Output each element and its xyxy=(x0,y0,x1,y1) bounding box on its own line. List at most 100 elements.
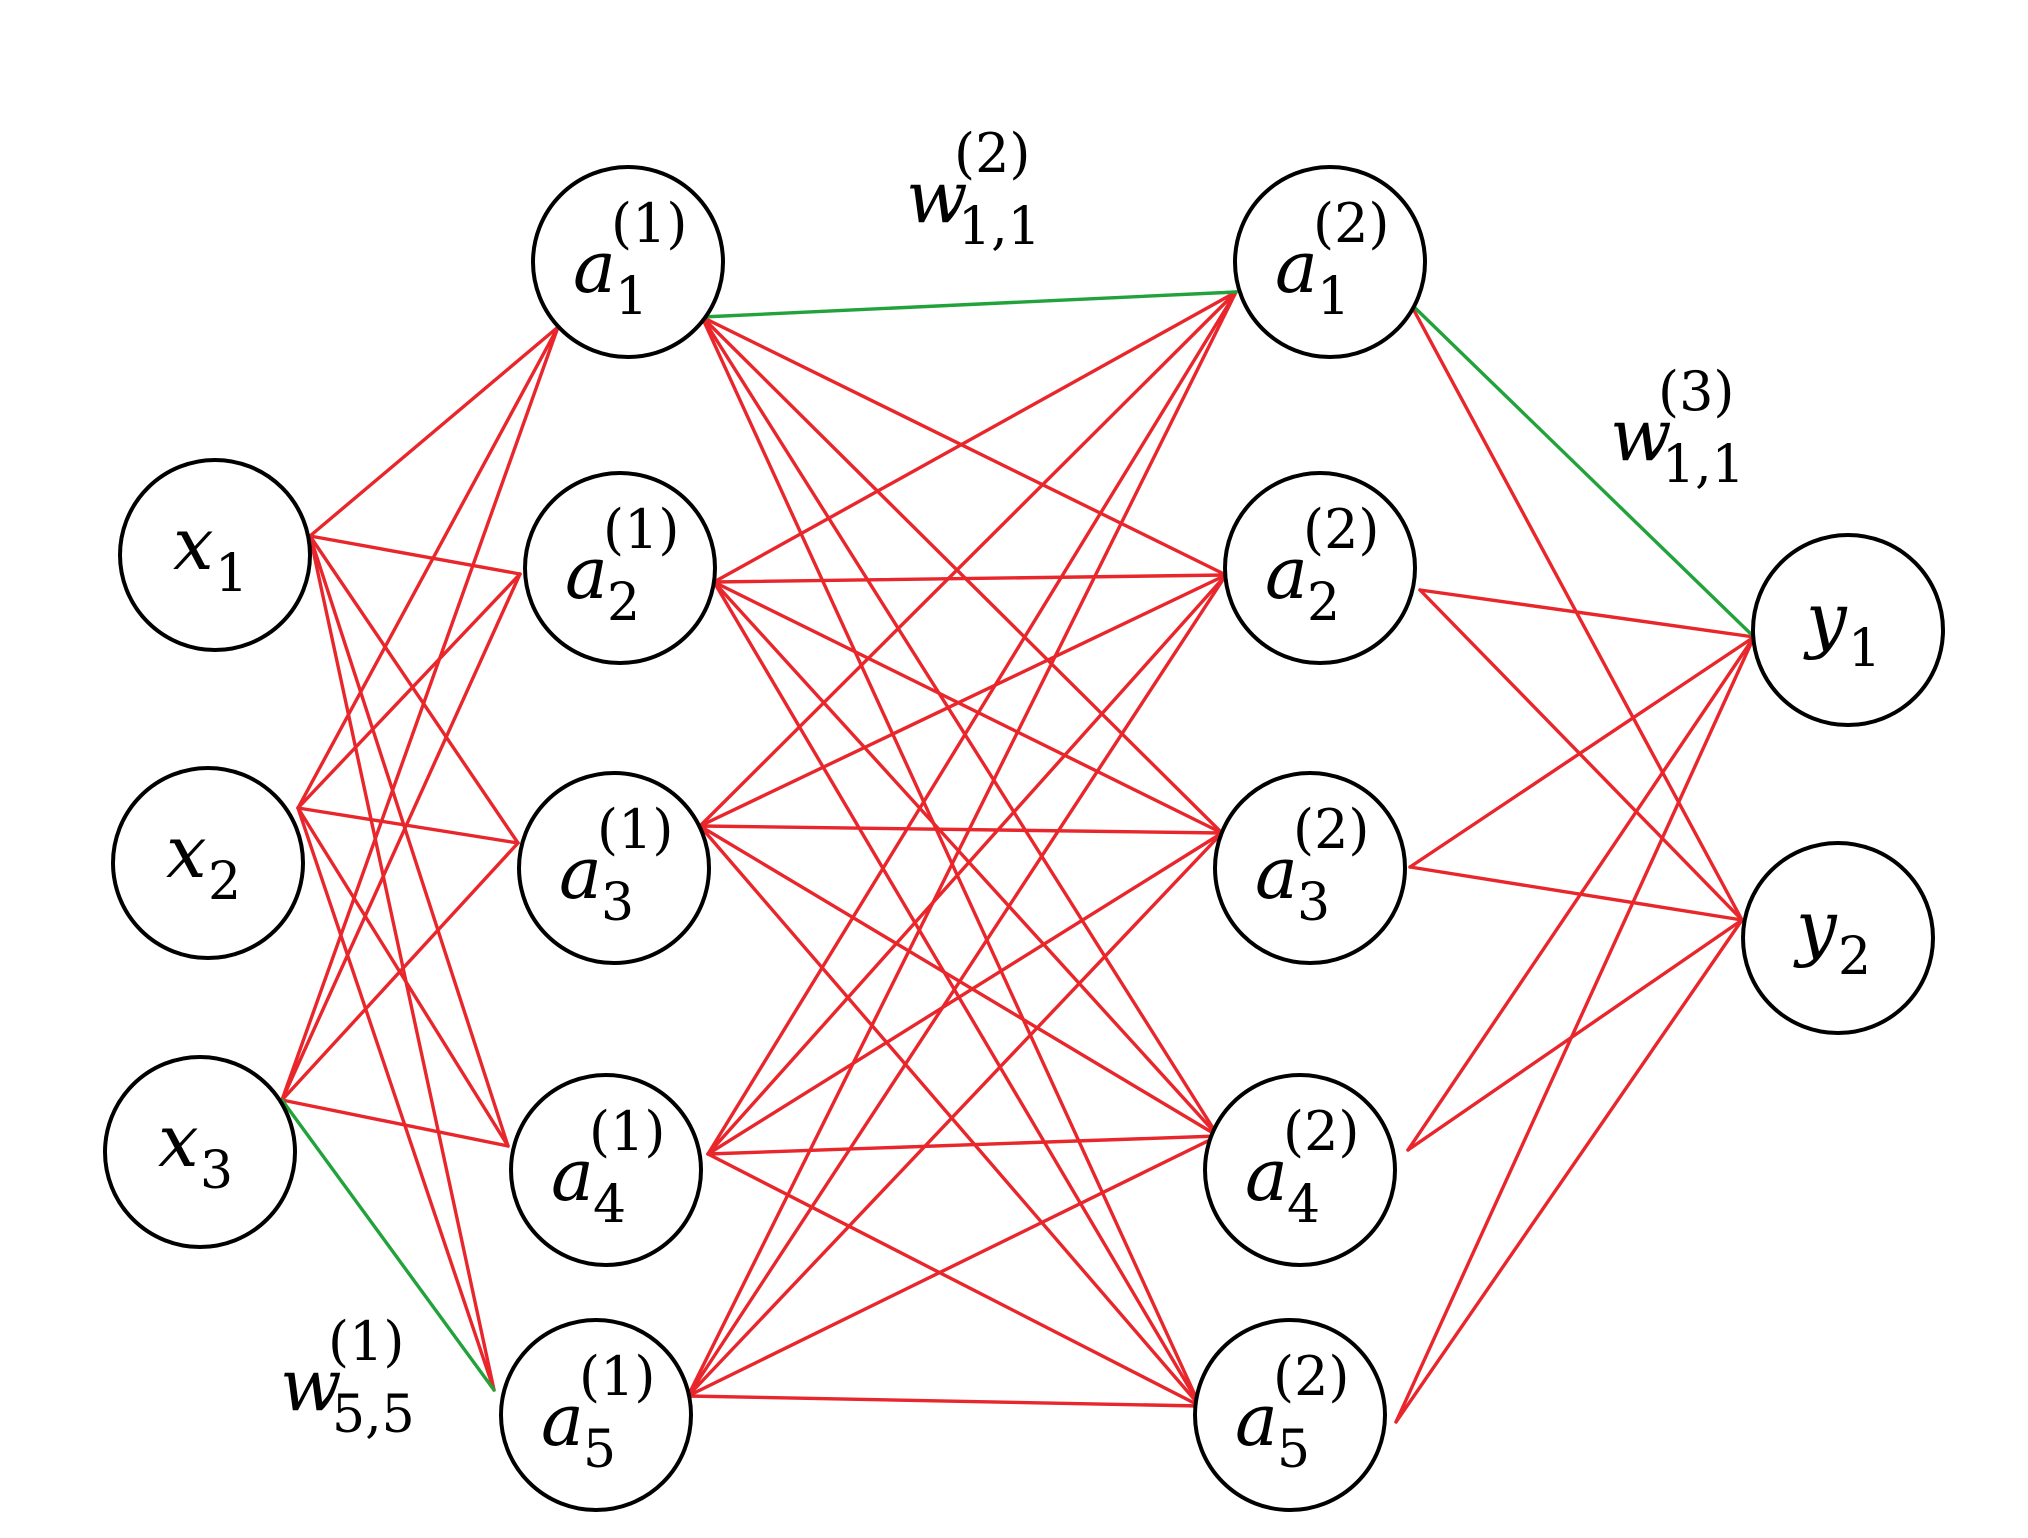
node-label-a2_2-base: a xyxy=(1265,531,1308,615)
node-label-a1_2-superscript: (2) xyxy=(1313,192,1390,255)
node-label-a4_1-base: a xyxy=(551,1133,594,1217)
edge-a2_1-to-a1_2 xyxy=(712,290,1238,584)
node-label-a5_2-base: a xyxy=(1235,1378,1278,1462)
node-circle-x2 xyxy=(111,766,305,960)
edge-a1_1-to-a5_2 xyxy=(700,315,1202,1408)
node-label-y2-subscript: 2 xyxy=(1838,927,1871,987)
node-label-a4_1-subscript: 4 xyxy=(593,1175,626,1235)
weight-label-w-2-11-base: w xyxy=(906,155,968,239)
node-label-x3-subscript: 3 xyxy=(200,1141,233,1201)
edge-a5_1-to-a2_2 xyxy=(686,573,1228,1398)
edge-a1_1-to-a4_2 xyxy=(700,315,1220,1138)
edge-x2-to-a4_1 xyxy=(296,806,510,1148)
edge-x2-to-a2_1 xyxy=(296,572,522,810)
edge-x3-to-a3_1 xyxy=(280,841,520,1102)
node-label-x2-base: x xyxy=(166,810,207,894)
node-circle-a2_1 xyxy=(523,471,717,665)
node-label-a1_1-base: a xyxy=(573,225,616,309)
weight-label-w-2-11-superscript: (2) xyxy=(954,122,1031,185)
node-label-a4_2-superscript: (2) xyxy=(1283,1100,1360,1163)
weight-label-w-2-11-subscript: 1,1 xyxy=(958,197,1041,257)
edge-a4_2-to-y1 xyxy=(1406,635,1756,1152)
node-circle-y1 xyxy=(1751,533,1945,727)
edge-a3_1-to-a3_2 xyxy=(698,824,1224,835)
node-label-a3_2-subscript: 3 xyxy=(1297,873,1330,933)
node-label-x1-base: x xyxy=(173,502,214,586)
edge-x2-to-a5_1 xyxy=(296,806,496,1392)
node-circle-a4_2 xyxy=(1203,1073,1397,1267)
edge-a2_2-to-y1 xyxy=(1418,588,1756,639)
weight-label-w-1-55-superscript: (1) xyxy=(328,1310,405,1373)
node-label-x1-subscript: 1 xyxy=(215,544,248,604)
weight-label-w-2-11: w1,1 (2) xyxy=(906,122,1041,257)
edge-a3_1-to-a1_2 xyxy=(698,290,1238,828)
weight-labels: w5,5(1)w1,1(2)w1,1(3) xyxy=(280,122,1745,1445)
edge-a5_2-to-y2 xyxy=(1394,918,1744,1424)
edge-a1_2-to-y1-highlighted xyxy=(1408,301,1756,639)
node-label-a5_2-superscript: (2) xyxy=(1273,1345,1350,1408)
node-label-a5_1-base: a xyxy=(541,1378,584,1462)
edge-x3-to-a1_1 xyxy=(280,325,560,1102)
node-circle-a2_2 xyxy=(1223,471,1417,665)
node-label-y1-subscript: 1 xyxy=(1848,619,1881,679)
node-label-a4_1-superscript: (1) xyxy=(589,1100,666,1163)
node-label-a3_1-subscript: 3 xyxy=(601,873,634,933)
edge-a2_1-to-a3_2 xyxy=(712,580,1224,835)
node-circle-a1_1 xyxy=(531,165,725,359)
node-circle-x1 xyxy=(118,458,312,652)
edge-x1-to-a4_1 xyxy=(308,534,510,1148)
node-label-a2_1-superscript: (1) xyxy=(603,498,680,561)
node-label-a2_1-subscript: 2 xyxy=(607,573,640,633)
weight-label-w-3-11: w1,1(3) xyxy=(1610,360,1745,495)
node-label-a3_2-base: a xyxy=(1255,831,1298,915)
edge-a5_1-to-a4_2 xyxy=(686,1134,1220,1398)
connection-edges xyxy=(280,290,1756,1424)
node-label-a3_2-superscript: (2) xyxy=(1293,798,1370,861)
edge-x3-to-a2_1 xyxy=(280,572,522,1102)
edge-x1-to-a5_1 xyxy=(308,534,496,1392)
weight-label-w-3-11-subscript: 1,1 xyxy=(1662,435,1745,495)
edge-a1_1-to-a2_2 xyxy=(700,315,1228,577)
edge-x1-to-a1_1 xyxy=(308,325,560,538)
node-circle-x3 xyxy=(103,1055,297,1249)
node-circle-a5_1 xyxy=(499,1318,693,1512)
edge-a5_2-to-y1 xyxy=(1394,635,1756,1424)
edge-x3-to-a4_1 xyxy=(280,1098,510,1148)
edge-a4_1-to-a4_2 xyxy=(706,1134,1220,1156)
edge-a2_1-to-a2_2 xyxy=(712,573,1228,584)
node-circle-a3_1 xyxy=(517,771,711,965)
weight-label-w-3-11-base: w xyxy=(1610,393,1672,477)
edge-a4_1-to-a2_2 xyxy=(706,573,1228,1156)
node-label-a1_1-superscript: (1) xyxy=(611,192,688,255)
node-label-a5_2-subscript: 5 xyxy=(1277,1420,1310,1480)
edge-a5_1-to-a5_2 xyxy=(686,1394,1202,1408)
node-label-x2-subscript: 2 xyxy=(208,852,241,912)
node-circle-y2 xyxy=(1741,841,1935,1035)
weight-label-w-1-55-base: w xyxy=(280,1343,342,1427)
edge-a4_1-to-a1_2 xyxy=(706,290,1238,1156)
edge-a2_1-to-a5_2 xyxy=(712,580,1202,1408)
node-label-a5_1-superscript: (1) xyxy=(579,1345,656,1408)
edge-x1-to-a3_1 xyxy=(308,534,520,845)
node-label-a2_2-superscript: (2) xyxy=(1303,498,1380,561)
node-circle-a4_1 xyxy=(509,1073,703,1267)
